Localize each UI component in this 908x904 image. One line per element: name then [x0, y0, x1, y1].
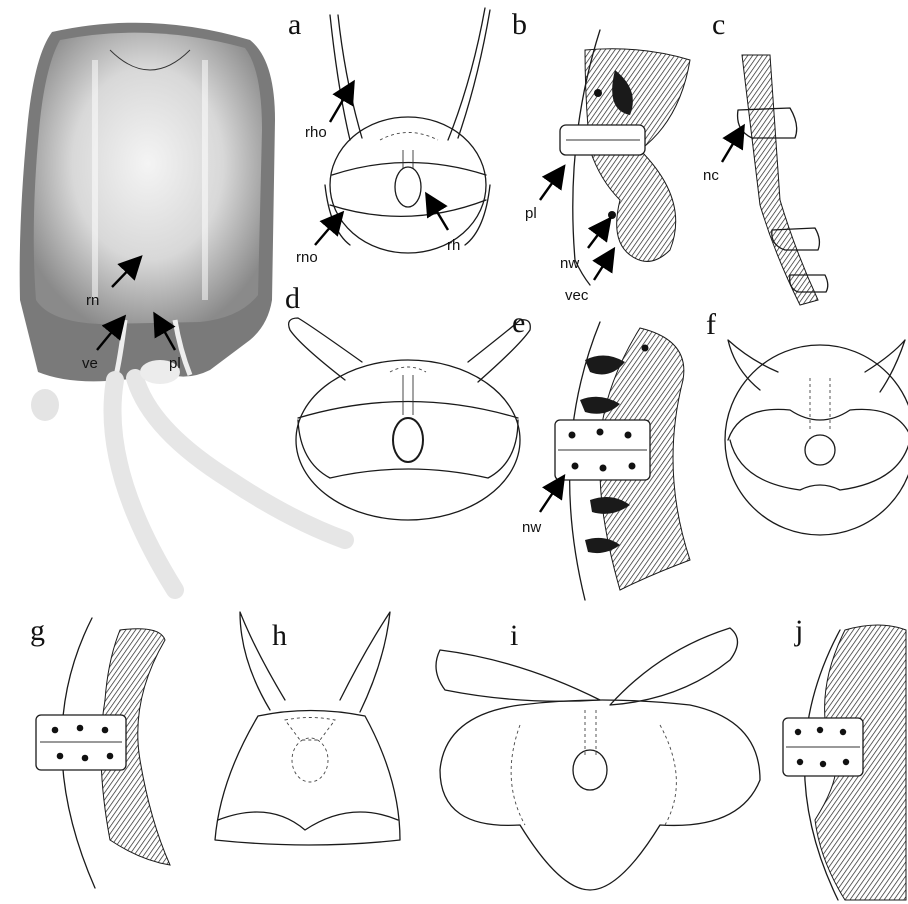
panel-letter-b: b	[512, 8, 527, 41]
panel-e-niche-side: e	[512, 306, 690, 600]
panel-i-rhopalium: i	[436, 619, 760, 890]
label-pl-photo: pl	[169, 355, 181, 372]
label-rho: rho	[305, 124, 327, 141]
label-ve: ve	[82, 355, 98, 372]
label-nc: nc	[703, 167, 719, 184]
arrow-rh	[430, 200, 448, 230]
panel-letter-g: g	[30, 614, 45, 647]
arrow-rno	[315, 218, 338, 245]
panel-b-niche-side: b	[512, 8, 690, 285]
panel-h-rhopalium: h	[215, 612, 400, 845]
panel-d-rhopalium: d	[285, 282, 530, 520]
panel-letter-h: h	[272, 619, 287, 652]
panel-letter-i: i	[510, 619, 518, 652]
label-pl-b: pl	[525, 205, 537, 222]
arrow-nw-e	[540, 482, 560, 512]
panel-letter-j: j	[794, 614, 803, 647]
panel-letter-c: c	[712, 8, 725, 41]
arrow-vec	[594, 255, 610, 280]
arrow-nw-b	[588, 224, 606, 248]
panel-j-niche-side: j	[783, 614, 906, 900]
label-rno: rno	[296, 249, 318, 266]
arrow-nc	[722, 132, 740, 162]
arrow-pl-b	[540, 172, 560, 200]
label-nw-b: nw	[560, 255, 579, 272]
panel-letter-e: e	[512, 306, 525, 339]
panel-g-niche-side: g	[30, 614, 170, 888]
label-rn: rn	[86, 292, 99, 309]
label-rh: rh	[447, 237, 460, 254]
panel-letter-f: f	[706, 308, 716, 341]
label-vec: vec	[565, 287, 589, 304]
panel-letter-d: d	[285, 282, 300, 315]
panel-f-rhopalium: f	[706, 308, 908, 535]
label-nw-e: nw	[522, 519, 541, 536]
panel-letter-a: a	[288, 8, 301, 41]
panel-c-tentacle: c	[712, 8, 828, 305]
